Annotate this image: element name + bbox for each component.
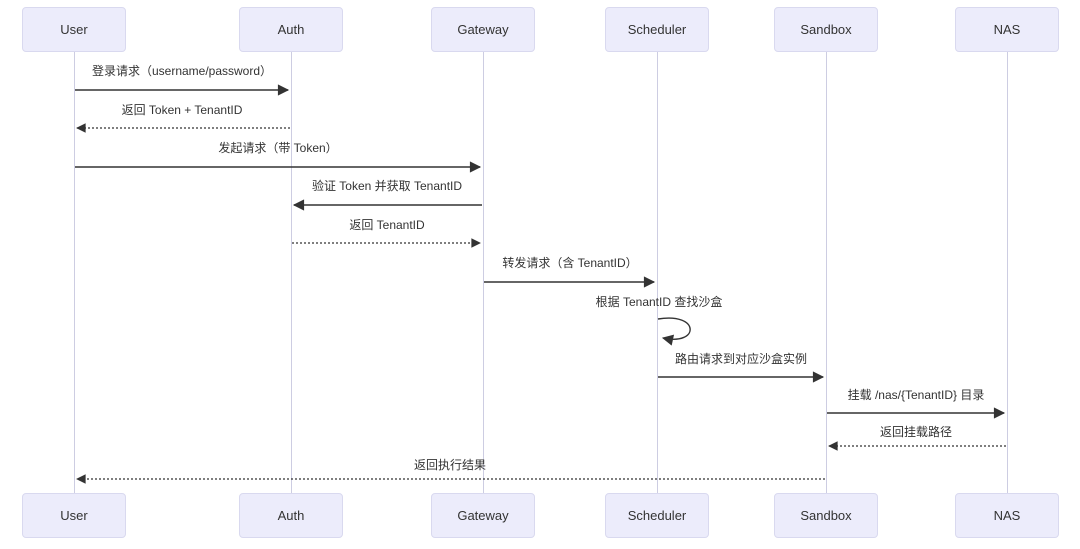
message-label-return-tenantid: 返回 TenantID bbox=[349, 218, 425, 232]
message-label-send-request: 发起请求（带 Token） bbox=[218, 141, 338, 155]
participant-scheduler-bottom: Scheduler bbox=[605, 493, 709, 538]
message-label-verify-token: 验证 Token 并获取 TenantID bbox=[311, 179, 463, 193]
lifeline-nas bbox=[1006, 52, 1008, 493]
message-label-login-request: 登录请求（username/password） bbox=[91, 64, 273, 78]
message-label-mount-nas: 挂载 /nas/{TenantID} 目录 bbox=[847, 388, 985, 402]
arrow-self-lookup-sandbox bbox=[657, 317, 691, 346]
message-label-forward-request: 转发请求（含 TenantID） bbox=[502, 256, 638, 270]
message-label-return-mount-path: 返回挂载路径 bbox=[879, 425, 953, 439]
message-label-route-to-sandbox: 路由请求到对应沙盒实例 bbox=[674, 352, 808, 366]
participant-user-top: User bbox=[22, 7, 126, 52]
message-label-return-token: 返回 Token + TenantID bbox=[121, 103, 243, 117]
participant-gateway-top: Gateway bbox=[431, 7, 535, 52]
message-label-return-result: 返回执行结果 bbox=[413, 458, 487, 472]
participant-sandbox-bottom: Sandbox bbox=[774, 493, 878, 538]
participant-gateway-bottom: Gateway bbox=[431, 493, 535, 538]
lifeline-user bbox=[73, 52, 75, 493]
lifeline-gateway bbox=[482, 52, 484, 493]
participant-auth-bottom: Auth bbox=[239, 493, 343, 538]
participant-user-bottom: User bbox=[22, 493, 126, 538]
participant-scheduler-top: Scheduler bbox=[605, 7, 709, 52]
message-label-lookup-sandbox: 根据 TenantID 查找沙盒 bbox=[595, 295, 723, 309]
lifeline-auth bbox=[290, 52, 292, 493]
participant-nas-bottom: NAS bbox=[955, 493, 1059, 538]
lifeline-sandbox bbox=[825, 52, 827, 493]
participant-auth-top: Auth bbox=[239, 7, 343, 52]
participant-sandbox-top: Sandbox bbox=[774, 7, 878, 52]
participant-nas-top: NAS bbox=[955, 7, 1059, 52]
lifeline-scheduler bbox=[656, 52, 658, 493]
